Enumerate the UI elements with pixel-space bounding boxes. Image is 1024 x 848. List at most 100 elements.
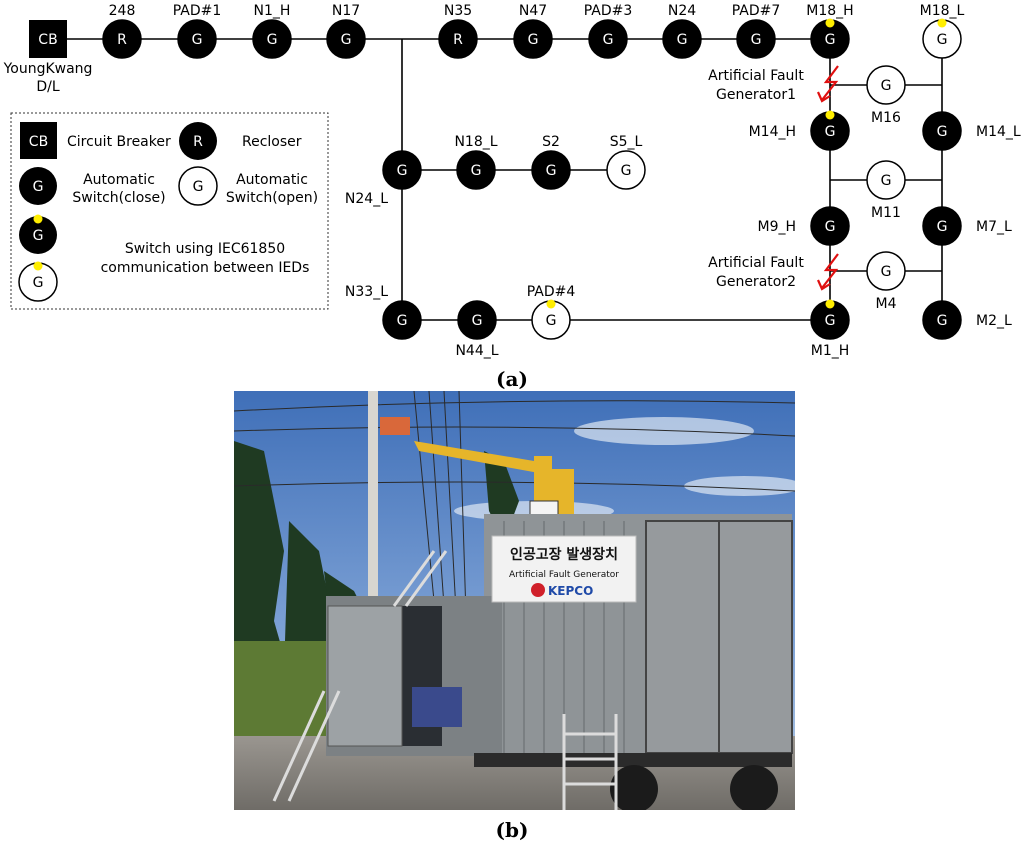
iec61850-dot-icon [825, 18, 835, 28]
switch-label: PAD#4 [527, 284, 576, 300]
switch-label: M11 [871, 205, 901, 221]
closed-switch-icon [438, 19, 478, 59]
kepco-logo-icon [531, 583, 545, 597]
closed-switch-icon [513, 19, 553, 59]
open-switch-icon [606, 150, 646, 190]
closed-switch-icon [456, 150, 496, 190]
switch-s5l: GS5_L [606, 134, 646, 190]
legend-iec-label-line1: Switch using IEC61850 [125, 241, 285, 257]
legend-iec-closed-symbol: G [33, 228, 44, 244]
switch-m18h: G M18_H [806, 3, 854, 59]
switch-label: N24_L [345, 191, 388, 207]
closed-switch-icon [531, 150, 571, 190]
legend-cb-icon [20, 122, 57, 159]
legend-open-label-line2: Switch(open) [226, 190, 318, 206]
switch-symbol: G [937, 313, 948, 329]
iec61850-dot-icon [825, 110, 835, 120]
switch-symbol: G [881, 78, 892, 94]
switch-n1h: GN1_H [252, 3, 292, 59]
switch-label: N47 [519, 3, 547, 19]
legend-open-switch-symbol: G [193, 179, 204, 195]
switch-m2l: G M2_L [922, 300, 1012, 340]
power-lines [234, 391, 795, 617]
switch-symbol: G [937, 124, 948, 140]
closed-switch-icon [736, 19, 776, 59]
switch-label: M7_L [976, 219, 1012, 235]
closed-switch-icon [922, 111, 962, 151]
switch-symbol: G [267, 32, 278, 48]
switch-label: M14_L [976, 124, 1021, 140]
switch-symbol: G [825, 32, 836, 48]
switch-m1h: GM1_H [810, 299, 850, 359]
source-name-line1: YoungKwang [3, 61, 93, 77]
switch-m14l: G M14_L [922, 111, 1021, 151]
switch-symbol: G [192, 32, 203, 48]
container-sign: 인공고장 발생장치 Artificial Fault Generator KEP… [491, 535, 637, 603]
switch-symbol: G [528, 32, 539, 48]
closed-switch-icon [457, 300, 497, 340]
sign-korean-text: 인공고장 발생장치 [510, 546, 618, 563]
fault-generator-2: Artificial Fault Generator2 [708, 253, 839, 291]
legend-closed-switch-icon [19, 167, 57, 205]
switch-symbol: G [546, 313, 557, 329]
iec61850-dot-icon [546, 299, 556, 309]
pole-box [380, 417, 410, 435]
legend-iec-dot-icon [33, 214, 43, 224]
switch-s2: GS2 [531, 134, 571, 190]
fault-generator-2-line2: Generator2 [716, 274, 796, 290]
closed-switch-icon [102, 19, 142, 59]
switch-label: 248 [109, 3, 136, 19]
fault-generator-1-line1: Artificial Fault [708, 68, 804, 84]
switch-symbol: G [881, 173, 892, 189]
iec61850-dot-icon [937, 18, 947, 28]
switch-label: N44_L [455, 343, 498, 359]
switch-symbol: G [881, 264, 892, 280]
ladder [272, 550, 618, 810]
source-name-line2: D/L [36, 79, 59, 95]
switch-pad4: G PAD#4 [527, 284, 576, 340]
sign-logo-text: KEPCO [548, 584, 593, 598]
open-switch-icon [866, 160, 906, 200]
fault-arrow-icon [816, 253, 839, 291]
switch-m9h: GM9_H [757, 206, 850, 246]
fault-generator-1: Artificial Fault Generator1 [708, 65, 839, 103]
switch-label: M1_H [811, 343, 850, 359]
legend: CB Circuit Breaker R Recloser G Automati… [10, 112, 329, 310]
fault-arrow-icon [816, 65, 839, 103]
closed-switch-icon [382, 300, 422, 340]
switch-label: S5_L [610, 134, 643, 150]
switch-label: M2_L [976, 313, 1012, 329]
switch-label: M18_L [920, 3, 965, 19]
switch-symbol: R [117, 32, 127, 48]
switch-symbol: G [825, 124, 836, 140]
switch-m4: GM4 [866, 251, 906, 312]
closed-switch-icon [810, 206, 850, 246]
switch-label: M18_H [806, 3, 853, 19]
switch-symbol: G [937, 219, 948, 235]
switch-label: M16 [871, 110, 901, 126]
sign-english-text: Artificial Fault Generator [509, 570, 619, 580]
legend-recloser-label: Recloser [242, 134, 302, 150]
open-switch-icon [866, 251, 906, 291]
switch-symbol: G [471, 163, 482, 179]
closed-switch-icon [922, 206, 962, 246]
closed-switch-icon [177, 19, 217, 59]
closed-switch-icon [922, 300, 962, 340]
switch-symbol: G [397, 313, 408, 329]
circuit-breaker-symbol: CB [38, 32, 57, 48]
open-switch-icon [866, 65, 906, 105]
closed-switch-icon [588, 19, 628, 59]
legend-closed-switch-symbol: G [33, 179, 44, 195]
circuit-breaker-source: CB YoungKwang D/L [3, 20, 93, 95]
switch-symbol: G [472, 313, 483, 329]
